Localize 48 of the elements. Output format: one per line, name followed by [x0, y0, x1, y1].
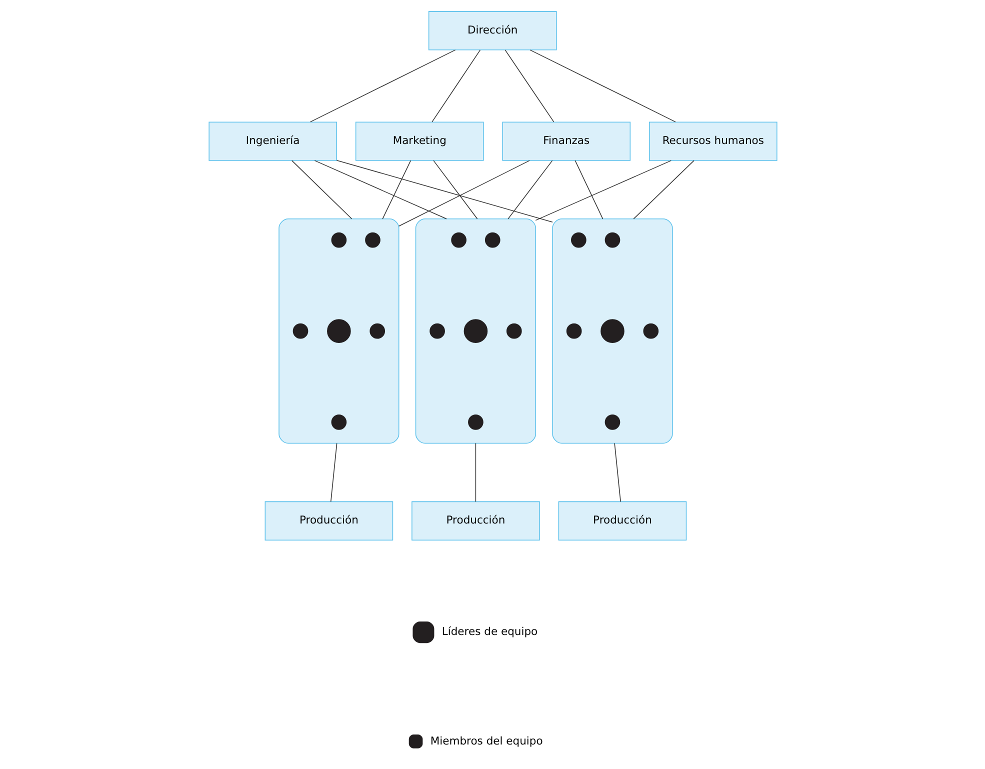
node-circle — [506, 323, 522, 339]
connector — [614, 442, 620, 502]
connector — [529, 50, 676, 122]
node-box: Ingeniería — [208, 122, 337, 161]
node-box: Producción — [558, 501, 686, 540]
node-box: Marketing — [354, 122, 484, 161]
node-circle — [463, 319, 488, 343]
connector — [432, 160, 478, 220]
legend-label: Miembros del equipo — [430, 734, 542, 748]
connector — [314, 160, 446, 220]
legend-label: Líderes de equipo — [441, 625, 538, 638]
cluster — [278, 218, 399, 444]
node-box: Producción — [411, 501, 540, 540]
connector — [291, 160, 352, 220]
node-circle — [570, 232, 586, 248]
node-box: Recursos humanos — [648, 122, 777, 161]
connector — [504, 50, 554, 122]
connector — [507, 160, 552, 220]
connector — [474, 442, 476, 502]
connector — [330, 442, 337, 502]
node-circle — [330, 414, 346, 430]
connector — [382, 160, 411, 220]
connector — [431, 50, 480, 122]
node-circle — [600, 319, 624, 343]
node-circle — [364, 232, 380, 248]
connector — [336, 160, 552, 222]
node-circle — [326, 319, 350, 343]
node-circle — [468, 414, 483, 430]
cluster — [552, 218, 672, 444]
connector — [574, 160, 603, 220]
node-circle — [604, 232, 620, 248]
connector — [309, 50, 456, 122]
node-circle — [566, 323, 582, 339]
node-circle — [642, 323, 658, 339]
node-circle — [484, 232, 500, 248]
node-circle — [330, 232, 346, 248]
node-circle — [604, 414, 620, 430]
node-circle — [429, 323, 444, 339]
connector — [534, 160, 672, 221]
cluster — [414, 218, 536, 444]
node-circle — [369, 323, 385, 339]
node-circle — [450, 232, 466, 248]
node-box: Producción — [264, 501, 393, 540]
connector — [398, 160, 530, 227]
node-box: Finanzas — [502, 122, 630, 161]
connector — [632, 160, 694, 220]
node-circle — [292, 323, 308, 339]
node-box: Dirección — [428, 11, 556, 50]
